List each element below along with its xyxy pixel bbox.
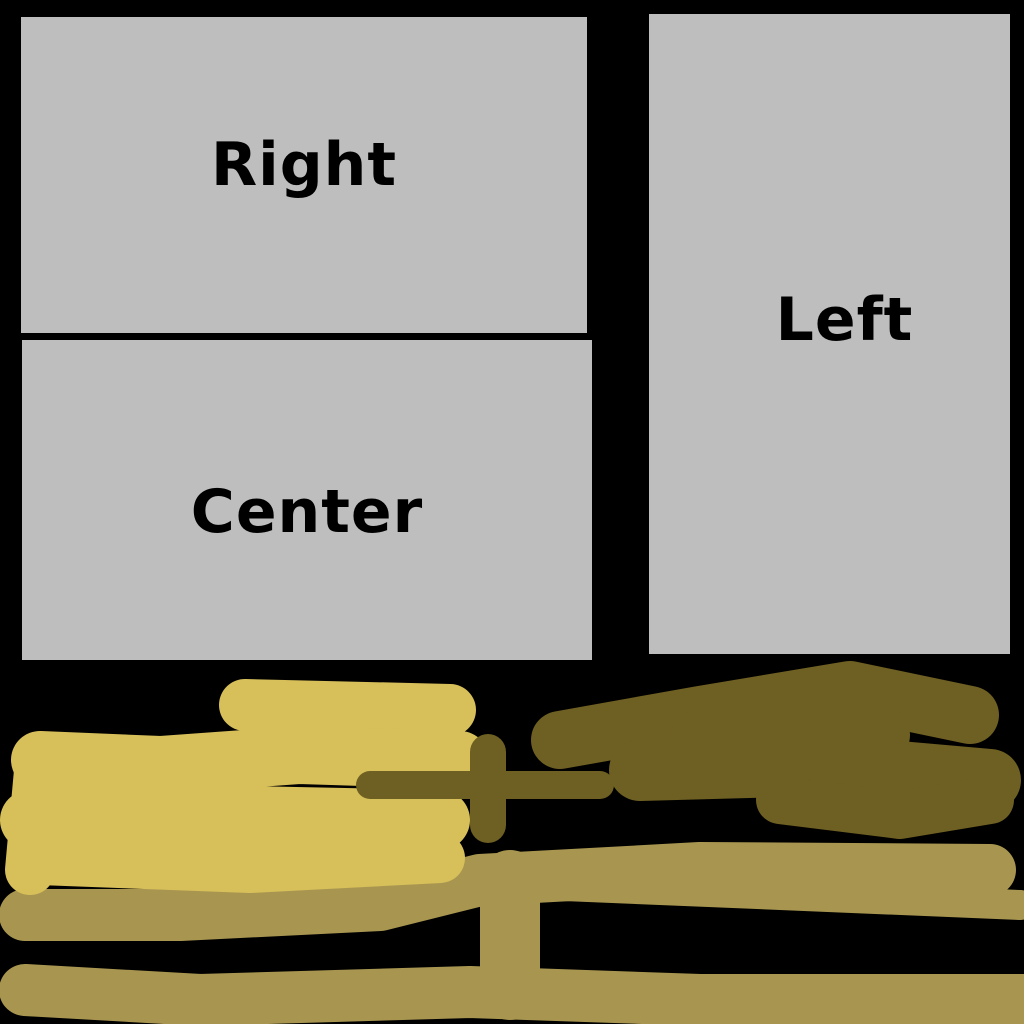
stroke-olive-dark xyxy=(356,661,1021,843)
panel-center: Center xyxy=(22,340,592,660)
panel-left-label: Left xyxy=(775,285,914,355)
panel-right-label: Right xyxy=(210,130,398,200)
panel-left: Left xyxy=(649,14,1010,654)
panel-center-label: Center xyxy=(190,477,424,547)
panel-right: Right xyxy=(21,17,587,333)
stroke-yellow xyxy=(0,679,489,895)
stroke-olive-light xyxy=(0,842,1024,1024)
